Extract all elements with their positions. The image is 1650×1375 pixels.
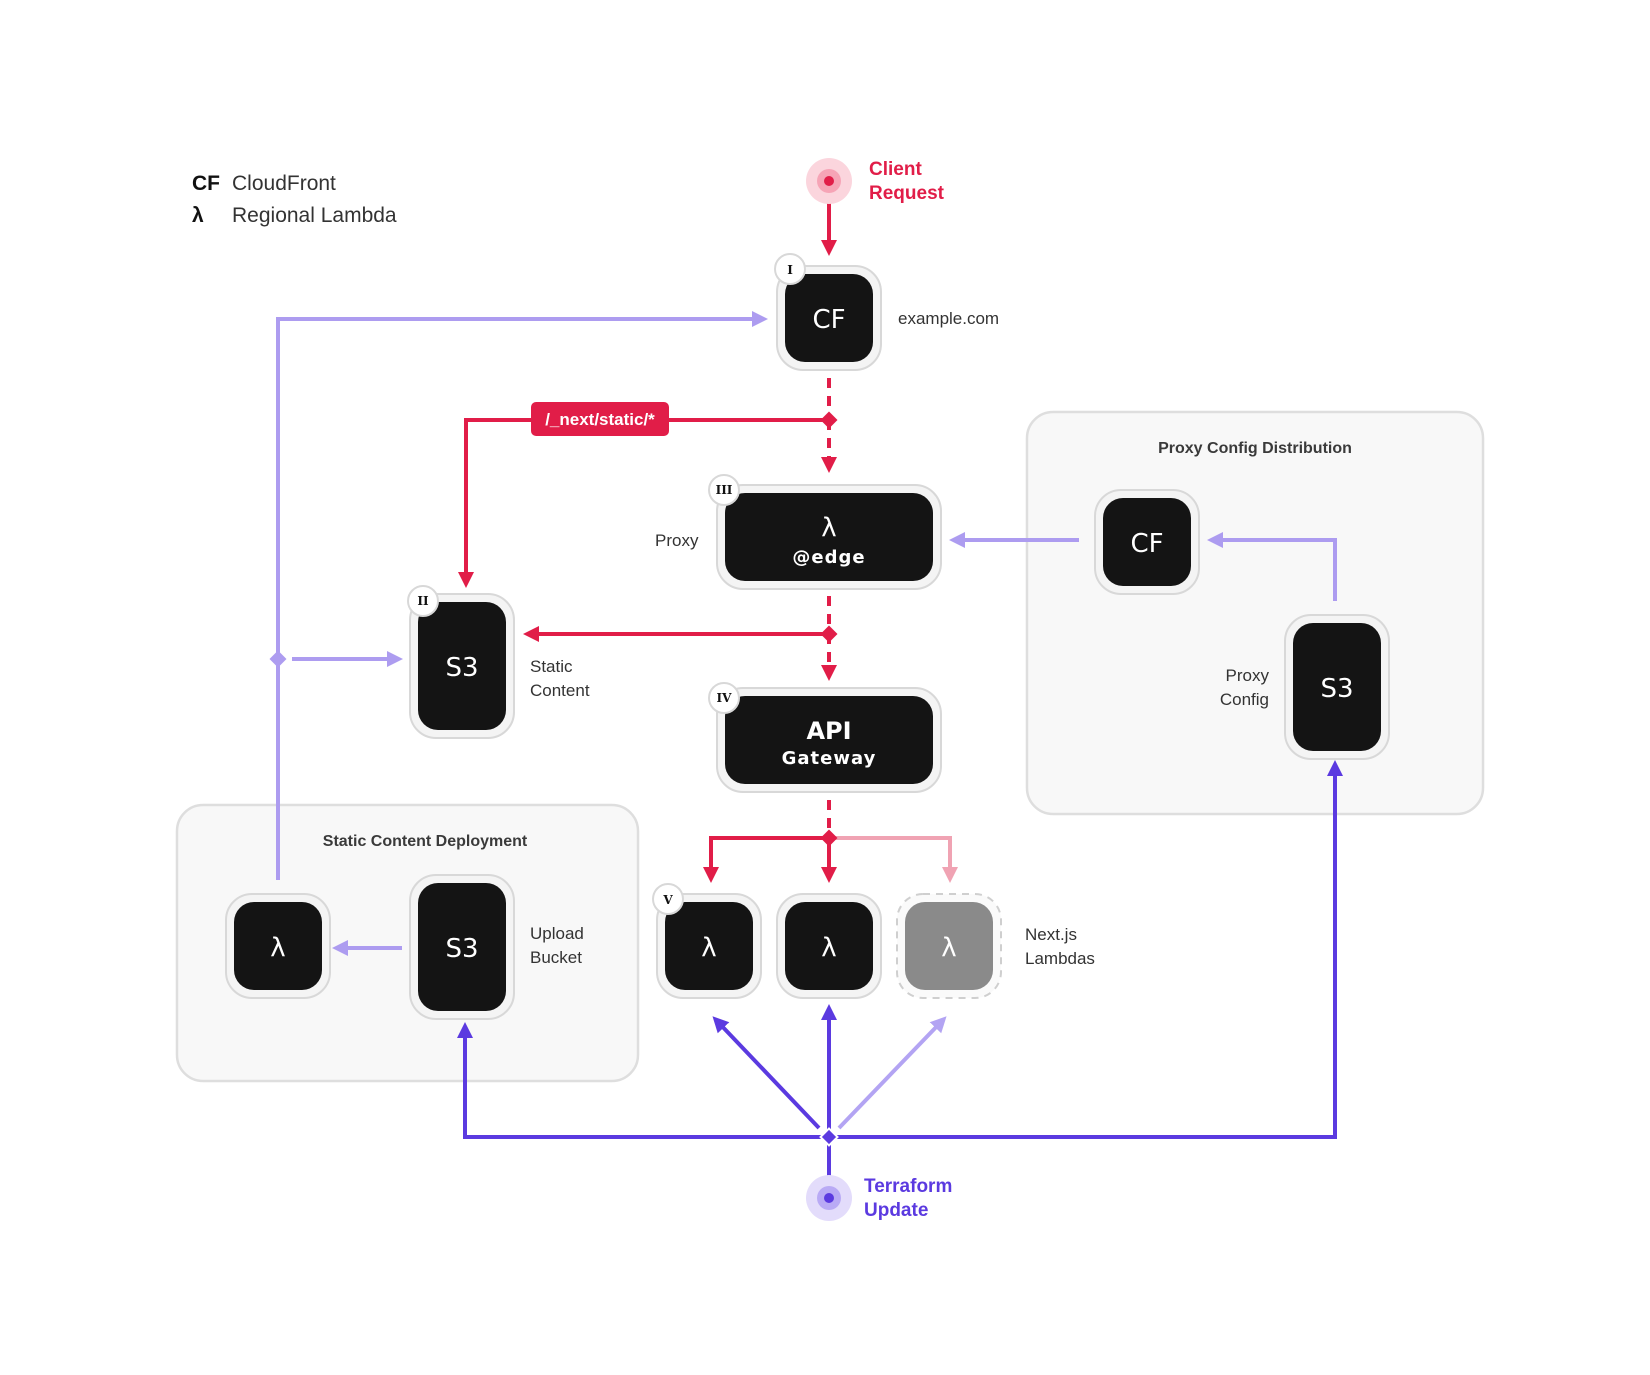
legend-value-cloudfront: CloudFront xyxy=(232,172,336,195)
legend-item-lambda: λ Regional Lambda xyxy=(192,204,397,227)
node-body xyxy=(785,274,873,362)
node-lambda-deploy[interactable]: λ xyxy=(225,893,331,999)
step-badge-text: V xyxy=(662,893,673,907)
node-nextjs-lambda-2[interactable]: λ xyxy=(776,893,882,999)
node-text: λ xyxy=(701,933,716,963)
node-nextjs-lambda-3[interactable]: λ xyxy=(896,893,1002,999)
node-body xyxy=(418,883,506,1011)
node-body xyxy=(725,696,933,784)
node-text: λ xyxy=(821,513,836,543)
start-dot xyxy=(824,1193,834,1203)
group-static-content-deployment: Static Content Deployment xyxy=(175,803,640,1083)
node-cloudfront-main[interactable]: CF I example.com xyxy=(774,253,999,371)
edge-static-route xyxy=(458,418,829,588)
node-body xyxy=(905,902,993,990)
node-label: Proxy xyxy=(655,531,699,550)
node-text: S3 xyxy=(445,653,478,683)
terraform-update-start: Terraform Update xyxy=(806,1175,952,1221)
node-body xyxy=(1103,498,1191,586)
junction-diamond xyxy=(820,411,838,429)
node-s3-proxy-config[interactable]: S3 Proxy Config xyxy=(1220,614,1390,760)
node-body xyxy=(665,902,753,990)
node-label-line2: Bucket xyxy=(530,948,582,967)
node-text: λ xyxy=(270,933,285,963)
legend-key-lambda: λ xyxy=(192,204,204,227)
edge-api-to-lambda-3 xyxy=(829,836,958,883)
legend-value-regional-lambda: Regional Lambda xyxy=(232,204,397,227)
node-api-gateway[interactable]: API Gateway IV xyxy=(708,682,942,793)
step-badge-text: III xyxy=(716,483,733,497)
node-cloudfront-proxy[interactable]: CF xyxy=(1094,489,1200,595)
terraform-update-label-line2: Update xyxy=(864,1200,928,1221)
client-request-label-line2: Request xyxy=(869,183,945,204)
node-text: API xyxy=(806,717,851,745)
nextjs-lambdas-label: Next.js Lambdas xyxy=(1025,925,1095,968)
node-text: S3 xyxy=(1320,674,1353,704)
step-badge-text: IV xyxy=(717,691,733,705)
client-request-label-line1: Client xyxy=(869,159,922,180)
node-label-line1: Static xyxy=(530,657,573,676)
node-s3-upload-bucket[interactable]: S3 Upload Bucket xyxy=(409,874,584,1020)
node-nextjs-lambda-1[interactable]: λ V xyxy=(652,883,762,999)
node-lambda-edge[interactable]: λ @edge III Proxy xyxy=(655,474,942,590)
route-label-next-static: /_next/static/* xyxy=(531,402,669,436)
step-badge xyxy=(708,474,740,506)
step-badge-text: I xyxy=(787,263,793,277)
step-badge xyxy=(652,883,684,915)
group-proxy-config-distribution: Proxy Config Distribution xyxy=(1025,410,1485,816)
node-body xyxy=(418,602,506,730)
edge-deploy-lambda-to-cf xyxy=(276,311,768,880)
node-text: S3 xyxy=(445,934,478,964)
node-label-line2: Lambdas xyxy=(1025,949,1095,968)
node-body xyxy=(1293,623,1381,751)
node-body xyxy=(785,902,873,990)
node-label-line2: Content xyxy=(530,681,590,700)
node-label-line1: Next.js xyxy=(1025,925,1077,944)
edge-terraform-to-lambda-1 xyxy=(712,1016,821,1130)
group-title: Static Content Deployment xyxy=(323,833,528,850)
edge-terraform-to-proxy-s3 xyxy=(829,760,1343,1139)
legend-key-cf: CF xyxy=(192,172,220,195)
node-text: λ xyxy=(821,933,836,963)
route-label-text: /_next/static/* xyxy=(545,410,655,429)
start-dot xyxy=(824,176,834,186)
terraform-update-label-line1: Terraform xyxy=(864,1176,952,1197)
node-text: CF xyxy=(1130,529,1163,559)
node-label-line1: Upload xyxy=(530,924,584,943)
junction-diamond xyxy=(819,1127,839,1147)
step-badge xyxy=(407,585,439,617)
junction-diamond xyxy=(820,829,838,847)
group-box xyxy=(175,803,640,1083)
step-badge xyxy=(708,682,740,714)
route-label-bg xyxy=(531,402,669,436)
node-body xyxy=(725,493,933,581)
junction-diamond xyxy=(820,625,838,643)
edge-terraform-to-upload xyxy=(457,1022,829,1139)
legend: CF CloudFront λ Regional Lambda xyxy=(192,172,397,227)
node-label: example.com xyxy=(898,309,999,328)
node-label-line2: Config xyxy=(1220,690,1269,709)
junction-diamond xyxy=(269,650,287,668)
step-badge xyxy=(774,253,806,285)
legend-item-cf: CF CloudFront xyxy=(192,172,336,195)
group-title: Proxy Config Distribution xyxy=(1158,440,1352,457)
client-request-start: Client Request xyxy=(806,158,945,204)
junctions xyxy=(269,411,839,1147)
node-label-line1: Proxy xyxy=(1226,666,1270,685)
edge-terraform-to-lambda-3 xyxy=(837,1016,947,1130)
node-body xyxy=(234,902,322,990)
node-text: λ xyxy=(941,933,956,963)
step-badge-text: II xyxy=(417,594,429,608)
node-text: CF xyxy=(812,305,845,335)
node-subtext: Gateway xyxy=(782,748,877,769)
edge-api-to-lambda-1 xyxy=(703,836,829,883)
edge-proxy-s3-to-cf xyxy=(1207,532,1337,601)
group-box xyxy=(1025,410,1485,816)
node-subtext: @edge xyxy=(792,547,865,568)
node-s3-static-content[interactable]: S3 II Static Content xyxy=(407,585,590,739)
